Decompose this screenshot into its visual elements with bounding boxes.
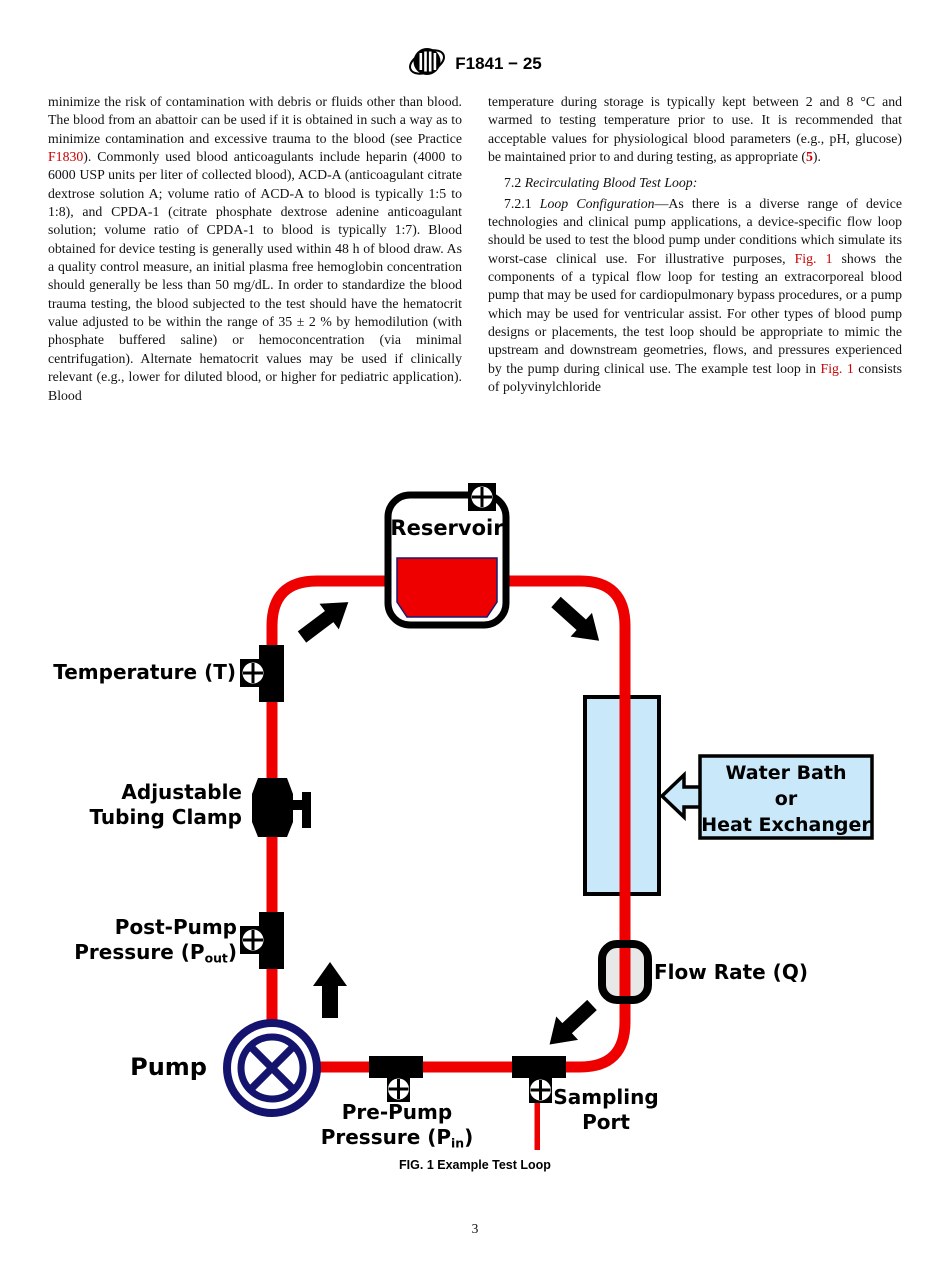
figure-caption: FIG. 1 Example Test Loop	[399, 1158, 551, 1172]
document-code: F1841 − 25	[455, 53, 542, 73]
reservoir-symbol	[384, 491, 510, 629]
reservoir-blood-fill	[396, 557, 498, 618]
flow-sensor-symbol	[598, 940, 652, 1004]
section-7-2-heading: 7.2 Recirculating Blood Test Loop:	[504, 175, 698, 191]
flow-arrow-up-icon	[313, 962, 347, 1018]
column-right: temperature during storage is typically …	[488, 93, 902, 405]
pump-symbol	[223, 1019, 321, 1117]
reservoir-label: Reservoir	[390, 516, 504, 540]
astm-logo	[408, 42, 446, 85]
tubing-clamp-symbol	[252, 778, 311, 837]
flow-arrow-up-right-icon	[297, 602, 349, 643]
page-number: 3	[471, 1221, 479, 1236]
flow-rate-label: Flow Rate (Q)	[654, 960, 808, 984]
reference-link[interactable]: Fig. 1	[820, 360, 854, 376]
tubing-loop	[266, 575, 631, 1073]
sampling-port-symbol	[512, 1056, 566, 1150]
pre-pump-pressure-label: Pre-Pump Pressure (Pin)	[320, 1100, 474, 1151]
flow-arrow-down-left-icon	[549, 999, 597, 1045]
page-header: F1841 − 25	[0, 42, 950, 85]
reference-link[interactable]: Fig. 1	[794, 250, 833, 266]
flow-arrow-down-right-icon	[551, 596, 600, 641]
tubing-clamp-label: Adjustable Tubing Clamp	[89, 780, 242, 829]
pre-pump-pressure-tap-symbol	[369, 1056, 423, 1102]
reference-link[interactable]: 5	[806, 149, 813, 165]
temperature-sensor-symbol	[240, 645, 284, 702]
paragraph-blood-prep: minimize the risk of contamination with …	[48, 94, 462, 403]
column-left: minimize the risk of contamination with …	[48, 93, 462, 405]
reference-link[interactable]: F1830	[48, 149, 84, 165]
post-pump-pressure-label: Post-Pump Pressure (Pout)	[74, 915, 237, 966]
post-pump-pressure-sensor-symbol	[240, 912, 284, 969]
paragraph-storage: temperature during storage is typically …	[488, 94, 902, 165]
sampling-port-label: Sampling Port	[553, 1085, 659, 1134]
reservoir-port-icon	[468, 483, 496, 511]
temperature-label: Temperature (T)	[53, 660, 236, 684]
figure-test-loop: Reservoir Temperature (T) Adjustable Tub…	[0, 470, 950, 1160]
water-bath-callout	[659, 754, 874, 840]
pump-label: Pump	[130, 1053, 207, 1081]
water-bath-label: Water Bath or Heat Exchanger	[701, 762, 871, 836]
body-text: minimize the risk of contamination with …	[48, 93, 902, 405]
section-7-2-1-paragraph: 7.2.1 Loop Configuration—As there is a d…	[488, 195, 902, 395]
